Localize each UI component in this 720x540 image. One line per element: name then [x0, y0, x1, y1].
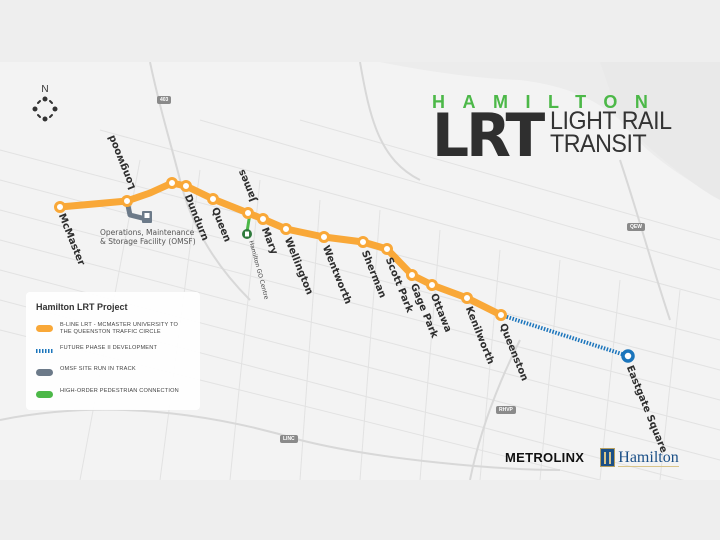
legend-text: OMSF SITE RUN IN TRACK [60, 366, 136, 372]
legend-item-b-line: B-LINE LRT - MCMASTER UNIVERSITY TO THE … [36, 322, 190, 336]
legend-item-future: FUTURE PHASE II DEVELOPMENT [36, 345, 190, 353]
eastgate-stop [621, 349, 635, 363]
b-line-route [56, 179, 505, 319]
highway-shield-rhvp: RHVP [496, 406, 516, 414]
partner-logos: METROLINX Hamilton [505, 448, 679, 467]
highway-shield-qew: QEW [627, 223, 645, 231]
omsf-label-line2: & Storage Facility (OMSF) [100, 237, 196, 246]
future-line [500, 313, 629, 358]
title-subtitle: LIGHT RAIL TRANSIT [550, 107, 672, 158]
legend-text: B-LINE LRT - MCMASTER UNIVERSITY TO THE … [60, 322, 179, 335]
legend-swatch-gray [36, 369, 53, 376]
legend-text: FUTURE PHASE II DEVELOPMENT [60, 345, 158, 351]
legend-swatch-green [36, 391, 53, 398]
legend-text: HIGH-ORDER PEDESTRIAN CONNECTION [60, 388, 179, 394]
omsf-label: Operations, Maintenance & Storage Facili… [100, 228, 196, 246]
legend-item-omsf: OMSF SITE RUN IN TRACK [36, 366, 190, 376]
metrolinx-logo: METROLINX [505, 450, 585, 465]
north-label: N [41, 84, 49, 95]
north-arrow: N [32, 84, 58, 124]
title-acronym: LRT [432, 101, 545, 171]
hamilton-logo: Hamilton [600, 448, 679, 467]
title-line1: LIGHT RAIL [550, 107, 672, 135]
title-city: HAMILTON [432, 92, 666, 112]
omsf-label-line1: Operations, Maintenance [100, 228, 195, 237]
highway-shield-403: 403 [157, 96, 172, 104]
title-line2: TRANSIT [550, 130, 647, 158]
compass-icon [32, 96, 58, 122]
route-overlay [54, 177, 635, 363]
hamilton-logo-text: Hamilton [618, 448, 679, 467]
map-canvas[interactable] [0, 62, 720, 480]
legend-title: Hamilton LRT Project [36, 302, 128, 312]
highway-shield-linc: LINC [280, 435, 298, 443]
legend-swatch-dashed-blue [36, 349, 53, 353]
legend-swatch-orange [36, 325, 53, 332]
hamilton-emblem-icon [600, 448, 616, 467]
legend-item-pedestrian: HIGH-ORDER PEDESTRIAN CONNECTION [36, 388, 190, 398]
legend: Hamilton LRT Project B-LINE LRT - MCMAST… [26, 292, 200, 410]
